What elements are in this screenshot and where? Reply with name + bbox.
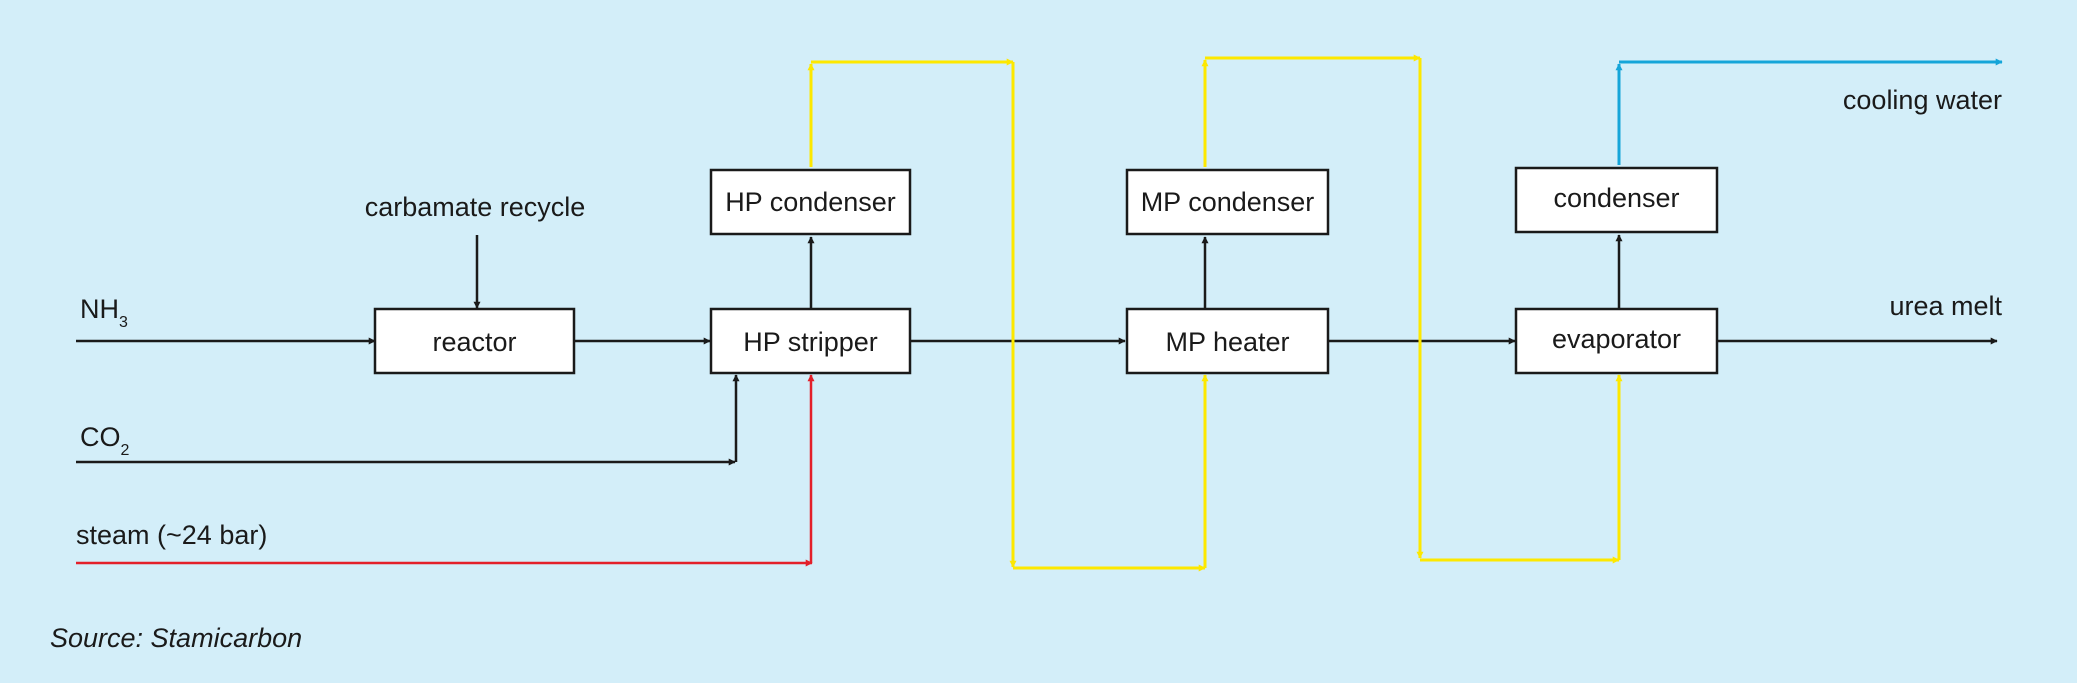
reactor-label: reactor (432, 327, 516, 357)
evaporator-label: evaporator (1552, 324, 1681, 354)
mp-condenser-box: MP condenser (1125, 168, 1330, 236)
nh3-label: NH3 (80, 294, 128, 331)
condenser-box: condenser (1514, 166, 1719, 234)
hp-condenser-box: HP condenser (709, 168, 912, 236)
nh3-subscript: 3 (119, 314, 128, 331)
co2-label: CO2 (80, 422, 130, 459)
co2-base: CO (80, 422, 121, 452)
hp-stripper-box: HP stripper (709, 307, 912, 375)
evaporator-box: evaporator (1514, 307, 1719, 375)
steam-label: steam (~24 bar) (76, 520, 267, 550)
co2-subscript: 2 (121, 442, 130, 459)
urea-melt-label: urea melt (1889, 291, 2002, 321)
condenser-label: condenser (1553, 183, 1679, 213)
reactor-box: reactor (373, 307, 576, 375)
mp-condenser-label: MP condenser (1141, 187, 1315, 217)
mp-heater-box: MP heater (1125, 307, 1330, 375)
mp-heater-label: MP heater (1165, 327, 1289, 357)
nh3-base: NH (80, 294, 119, 324)
source-note: Source: Stamicarbon (50, 623, 302, 653)
hp-condenser-label: HP condenser (725, 187, 896, 217)
carbamate-recycle-label: carbamate recycle (365, 192, 586, 222)
cooling-water-label: cooling water (1843, 85, 2002, 115)
hp-stripper-label: HP stripper (743, 327, 878, 357)
